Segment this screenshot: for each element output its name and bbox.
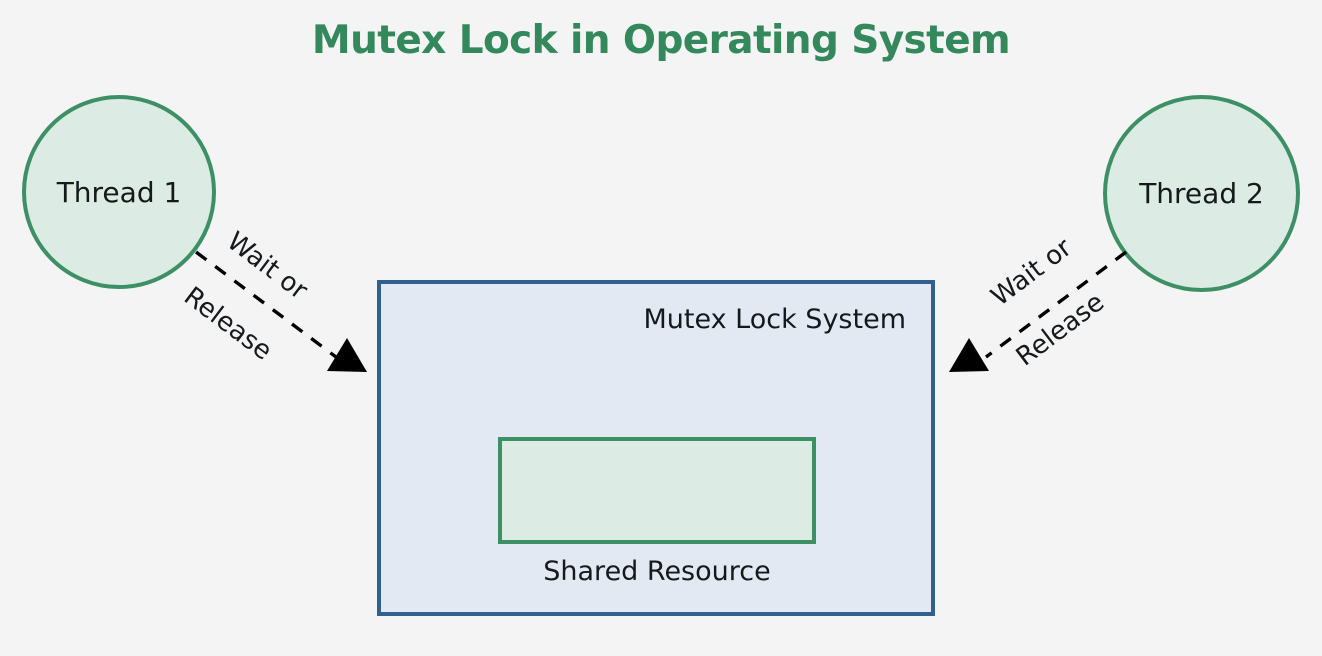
node-thread-2[interactable]: Thread 2 [1103, 95, 1300, 292]
node-mutex-lock-system[interactable]: Mutex Lock System Shared Resource [377, 280, 935, 616]
node-shared-resource[interactable] [498, 437, 816, 544]
edge-thread1-label-line-2: Release [178, 281, 278, 367]
page-title: Mutex Lock in Operating System [311, 18, 1011, 63]
edge-thread1-to-mutex-arrowhead [327, 338, 367, 372]
edge-thread2-label-line-1: Wait or [985, 232, 1078, 313]
edge-thread2-to-mutex-arrowhead [949, 338, 989, 372]
edge-thread1-label-line-1: Wait or [221, 226, 313, 306]
node-thread-1-label: Thread 1 [56, 175, 182, 209]
edge-thread2-label-line-2: Release [1010, 287, 1110, 373]
node-shared-resource-label: Shared Resource [543, 556, 771, 587]
node-thread-1[interactable]: Thread 1 [22, 95, 216, 289]
node-thread-2-label: Thread 2 [1139, 177, 1264, 210]
node-mutex-lock-system-label: Mutex Lock System [643, 304, 906, 335]
